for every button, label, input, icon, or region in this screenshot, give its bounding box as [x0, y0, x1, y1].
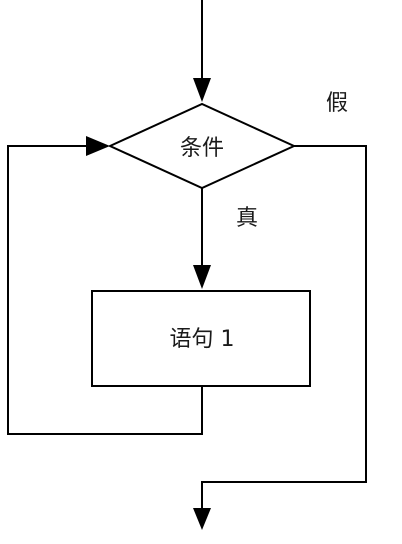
statement-box: [91, 290, 311, 387]
entry-arrowhead: [193, 78, 211, 102]
condition-label: 条件: [180, 136, 224, 161]
true-label: 真: [236, 206, 258, 231]
false-label: 假: [326, 91, 348, 116]
loop-back-connector: [7, 145, 203, 435]
loop-back-arrowhead: [86, 136, 110, 156]
true-arrowhead: [193, 265, 211, 289]
exit-arrowhead: [193, 508, 211, 530]
statement-label: 语句 1: [170, 327, 235, 352]
false-connector: [201, 145, 367, 508]
